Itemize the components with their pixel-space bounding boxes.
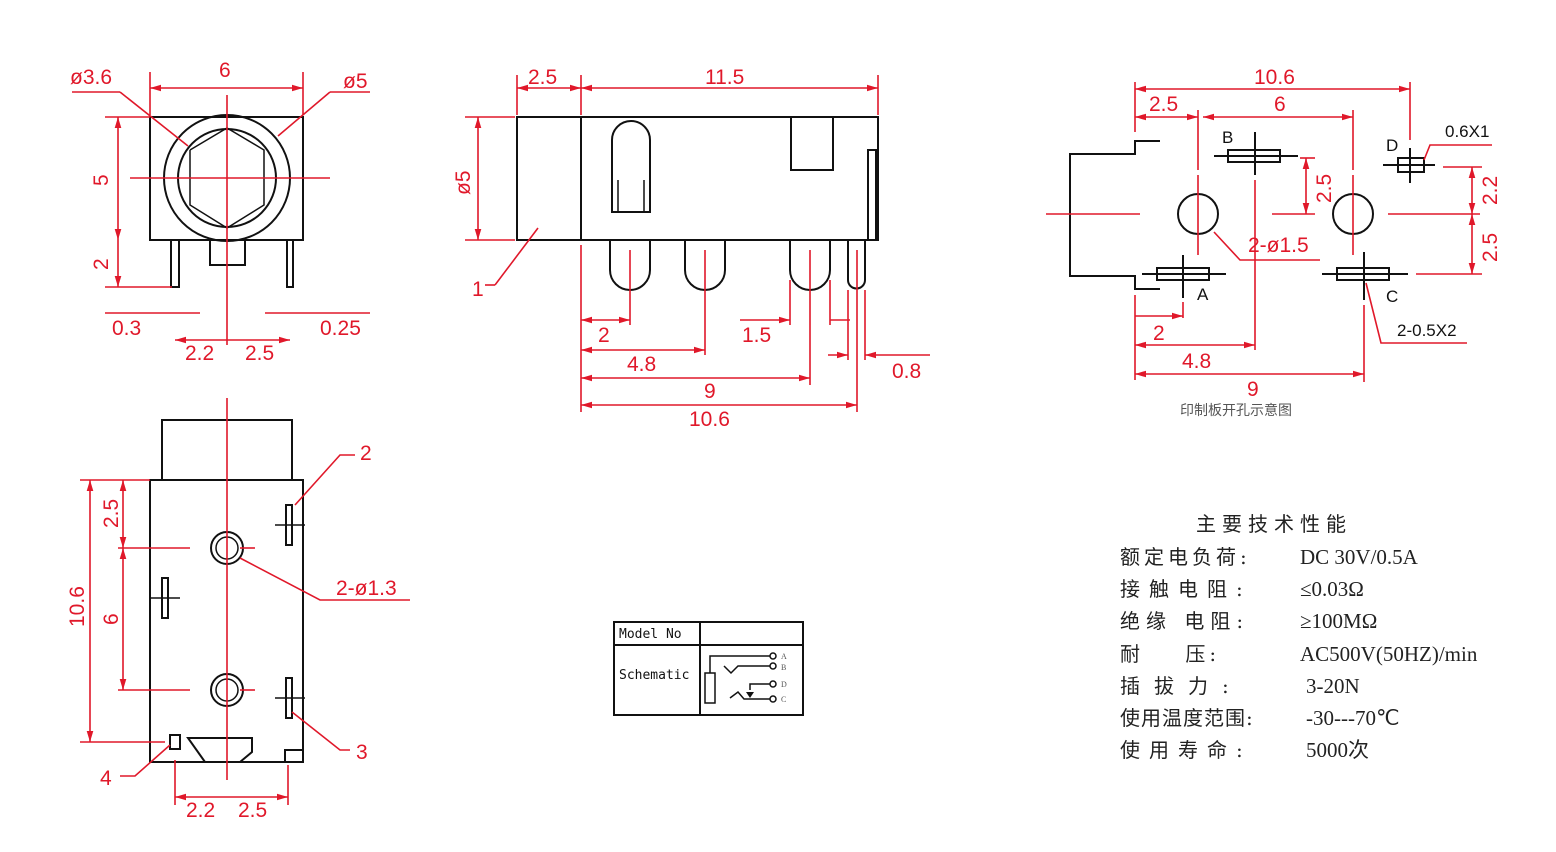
side-pin-dist-48: 4.8 (627, 353, 656, 376)
pcb-total: 10.6 (1254, 66, 1295, 89)
specs-title: 主要技术性能 (1196, 512, 1352, 536)
spec-label: 接触电阻: (1120, 577, 1252, 601)
side-pin-dist-9: 9 (704, 380, 716, 403)
pcb-label-b: B (1222, 128, 1233, 147)
side-pin-width: 1.5 (742, 324, 771, 347)
side-total-length: 10.6 (689, 408, 730, 431)
front-hole-diameter: ø3.6 (70, 66, 112, 89)
spec-label: 额定电负荷: (1120, 545, 1251, 569)
pcb-ac-offset: 2.5 (1479, 233, 1502, 262)
spec-value: -30---70℃ (1306, 706, 1400, 730)
spec-value: ≤0.03Ω (1300, 577, 1364, 601)
pcb-hole-layout: 10.6 2.5 6 B D A C 0.6X1 2.5 2.2 2.5 2-ø… (1046, 66, 1502, 419)
pcb-left-offset: 2.5 (1149, 93, 1178, 116)
bottom-offset-left: 2.2 (186, 799, 215, 822)
pcb-label-d: D (1386, 136, 1398, 155)
spec-value: 3-20N (1306, 674, 1360, 698)
schematic-label: Schematic (619, 668, 689, 683)
bottom-top-offset: 2.5 (100, 499, 123, 528)
bottom-callout-3: 3 (356, 741, 368, 764)
pcb-label-c: C (1386, 287, 1398, 306)
pin-c-label: C (781, 695, 786, 704)
bottom-callout-2: 2 (360, 442, 372, 465)
front-outer-diameter: ø5 (343, 70, 368, 93)
front-offset-right: 2.5 (245, 342, 274, 365)
pcb-holes: 2-ø1.5 (1248, 234, 1309, 257)
spec-value: DC 30V/0.5A (1300, 545, 1419, 569)
pcb-hole-spacing: 6 (1274, 93, 1286, 116)
side-body-length: 11.5 (705, 66, 744, 89)
front-pin-length: 2 (90, 258, 113, 270)
front-height: 5 (90, 174, 113, 186)
bottom-holes: 2-ø1.3 (336, 577, 397, 600)
bottom-total: 10.6 (66, 586, 89, 627)
jack-schematic-symbol: A B D C (704, 652, 787, 704)
front-pin-left-width: 0.3 (112, 317, 141, 340)
side-pin-pitch: 2 (598, 324, 610, 347)
side-view: 2.5 11.5 ø5 1 2 1.5 4.8 0.8 9 10.6 (452, 66, 930, 431)
schematic-table: Model No Schematic A B D C (613, 621, 804, 716)
bottom-hole-spacing: 6 (100, 613, 123, 625)
spec-value: AC500V(50HZ)/min (1300, 642, 1478, 666)
pcb-dist-c: 9 (1247, 378, 1259, 401)
bottom-view: 2 2.5 10.6 6 2-ø1.3 3 4 2.2 2.5 (66, 398, 410, 822)
spec-label: 使用温度范围: (1120, 706, 1254, 730)
side-front-length: 2.5 (528, 66, 557, 89)
spec-value: ≥100MΩ (1300, 609, 1377, 633)
pcb-label-a: A (1197, 285, 1209, 304)
pcb-caption: 印制板开孔示意图 (1180, 402, 1292, 419)
side-diameter: ø5 (452, 170, 475, 195)
spec-value: 5000次 (1306, 738, 1369, 762)
model-no-label: Model No (619, 627, 682, 642)
specs-table: 主要技术性能 额定电负荷: DC 30V/0.5A 接触电阻: ≤0.03Ω 绝… (1120, 512, 1478, 762)
front-width: 6 (219, 59, 231, 82)
pcb-b-offset: 2.5 (1313, 174, 1336, 203)
pcb-pad-d-size: 0.6X1 (1445, 122, 1489, 141)
bottom-offset-right: 2.5 (238, 799, 267, 822)
pcb-dist-a: 2 (1153, 322, 1165, 345)
pcb-pads-ac: 2-0.5X2 (1397, 321, 1457, 340)
spec-label: 插拔力: (1120, 674, 1243, 698)
side-pin-end-width: 0.8 (892, 360, 921, 383)
pcb-dist-b: 4.8 (1182, 350, 1211, 373)
spec-label: 使用寿命: (1120, 738, 1252, 762)
pcb-d-offset: 2.2 (1479, 176, 1502, 205)
side-callout-1: 1 (472, 278, 484, 301)
pin-a-label: A (781, 652, 787, 661)
front-pin-right-width: 0.25 (320, 317, 361, 340)
spec-label: 耐 压: (1120, 642, 1220, 666)
pin-d-label: D (781, 680, 787, 689)
bottom-callout-4: 4 (100, 767, 112, 790)
spec-label: 绝缘 电阻: (1120, 609, 1249, 633)
front-offset-left: 2.2 (185, 342, 214, 365)
pin-b-label: B (781, 663, 786, 672)
front-view: ø3.6 6 ø5 5 2 0.3 0.25 2.2 2.5 (70, 59, 370, 365)
